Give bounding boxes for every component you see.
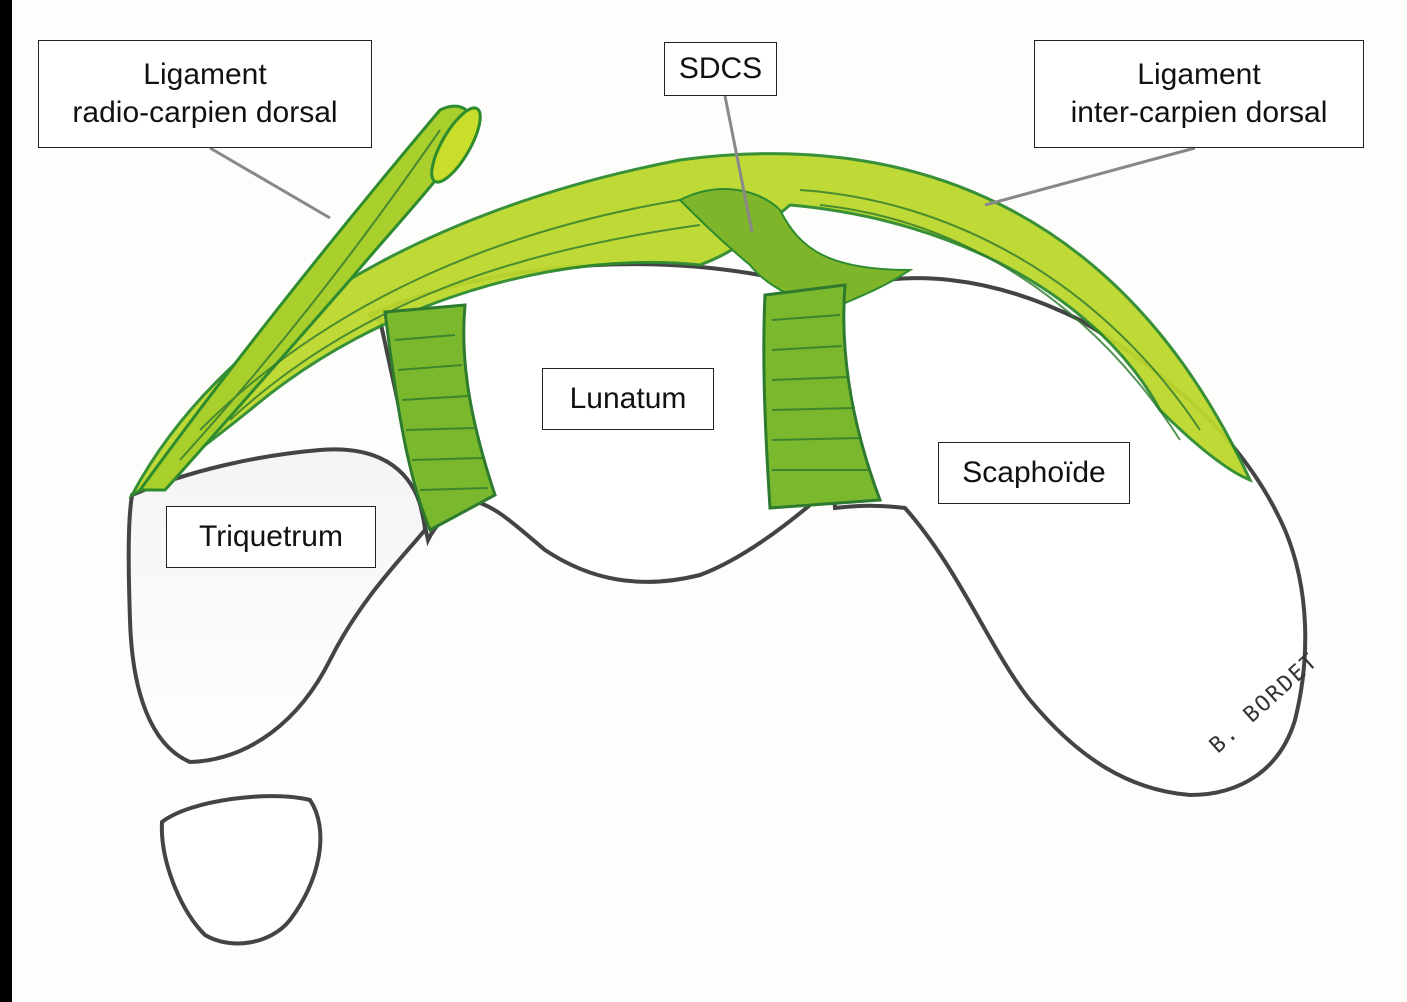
label-scaphoide-text: Scaphoïde	[962, 454, 1105, 492]
label-inter-carpien-line2: inter-carpien dorsal	[1071, 94, 1328, 132]
pisiform-bone	[162, 796, 321, 943]
label-radio-carpien-line2: radio-carpien dorsal	[72, 94, 337, 132]
label-inter-carpien-line1: Ligament	[1137, 56, 1260, 94]
label-radio-carpien-line1: Ligament	[143, 56, 266, 94]
label-lunatum: Lunatum	[542, 368, 714, 430]
label-sdcs: SDCS	[664, 42, 777, 96]
label-triquetrum: Triquetrum	[166, 506, 376, 568]
label-lunatum-text: Lunatum	[570, 380, 687, 418]
label-radio-carpien-ligament: Ligament radio-carpien dorsal	[38, 40, 372, 148]
label-sdcs-text: SDCS	[679, 50, 762, 88]
triquetrum-bone	[129, 449, 425, 762]
label-inter-carpien-ligament: Ligament inter-carpien dorsal	[1034, 40, 1364, 148]
label-triquetrum-text: Triquetrum	[199, 518, 343, 556]
label-scaphoide: Scaphoïde	[938, 442, 1130, 504]
